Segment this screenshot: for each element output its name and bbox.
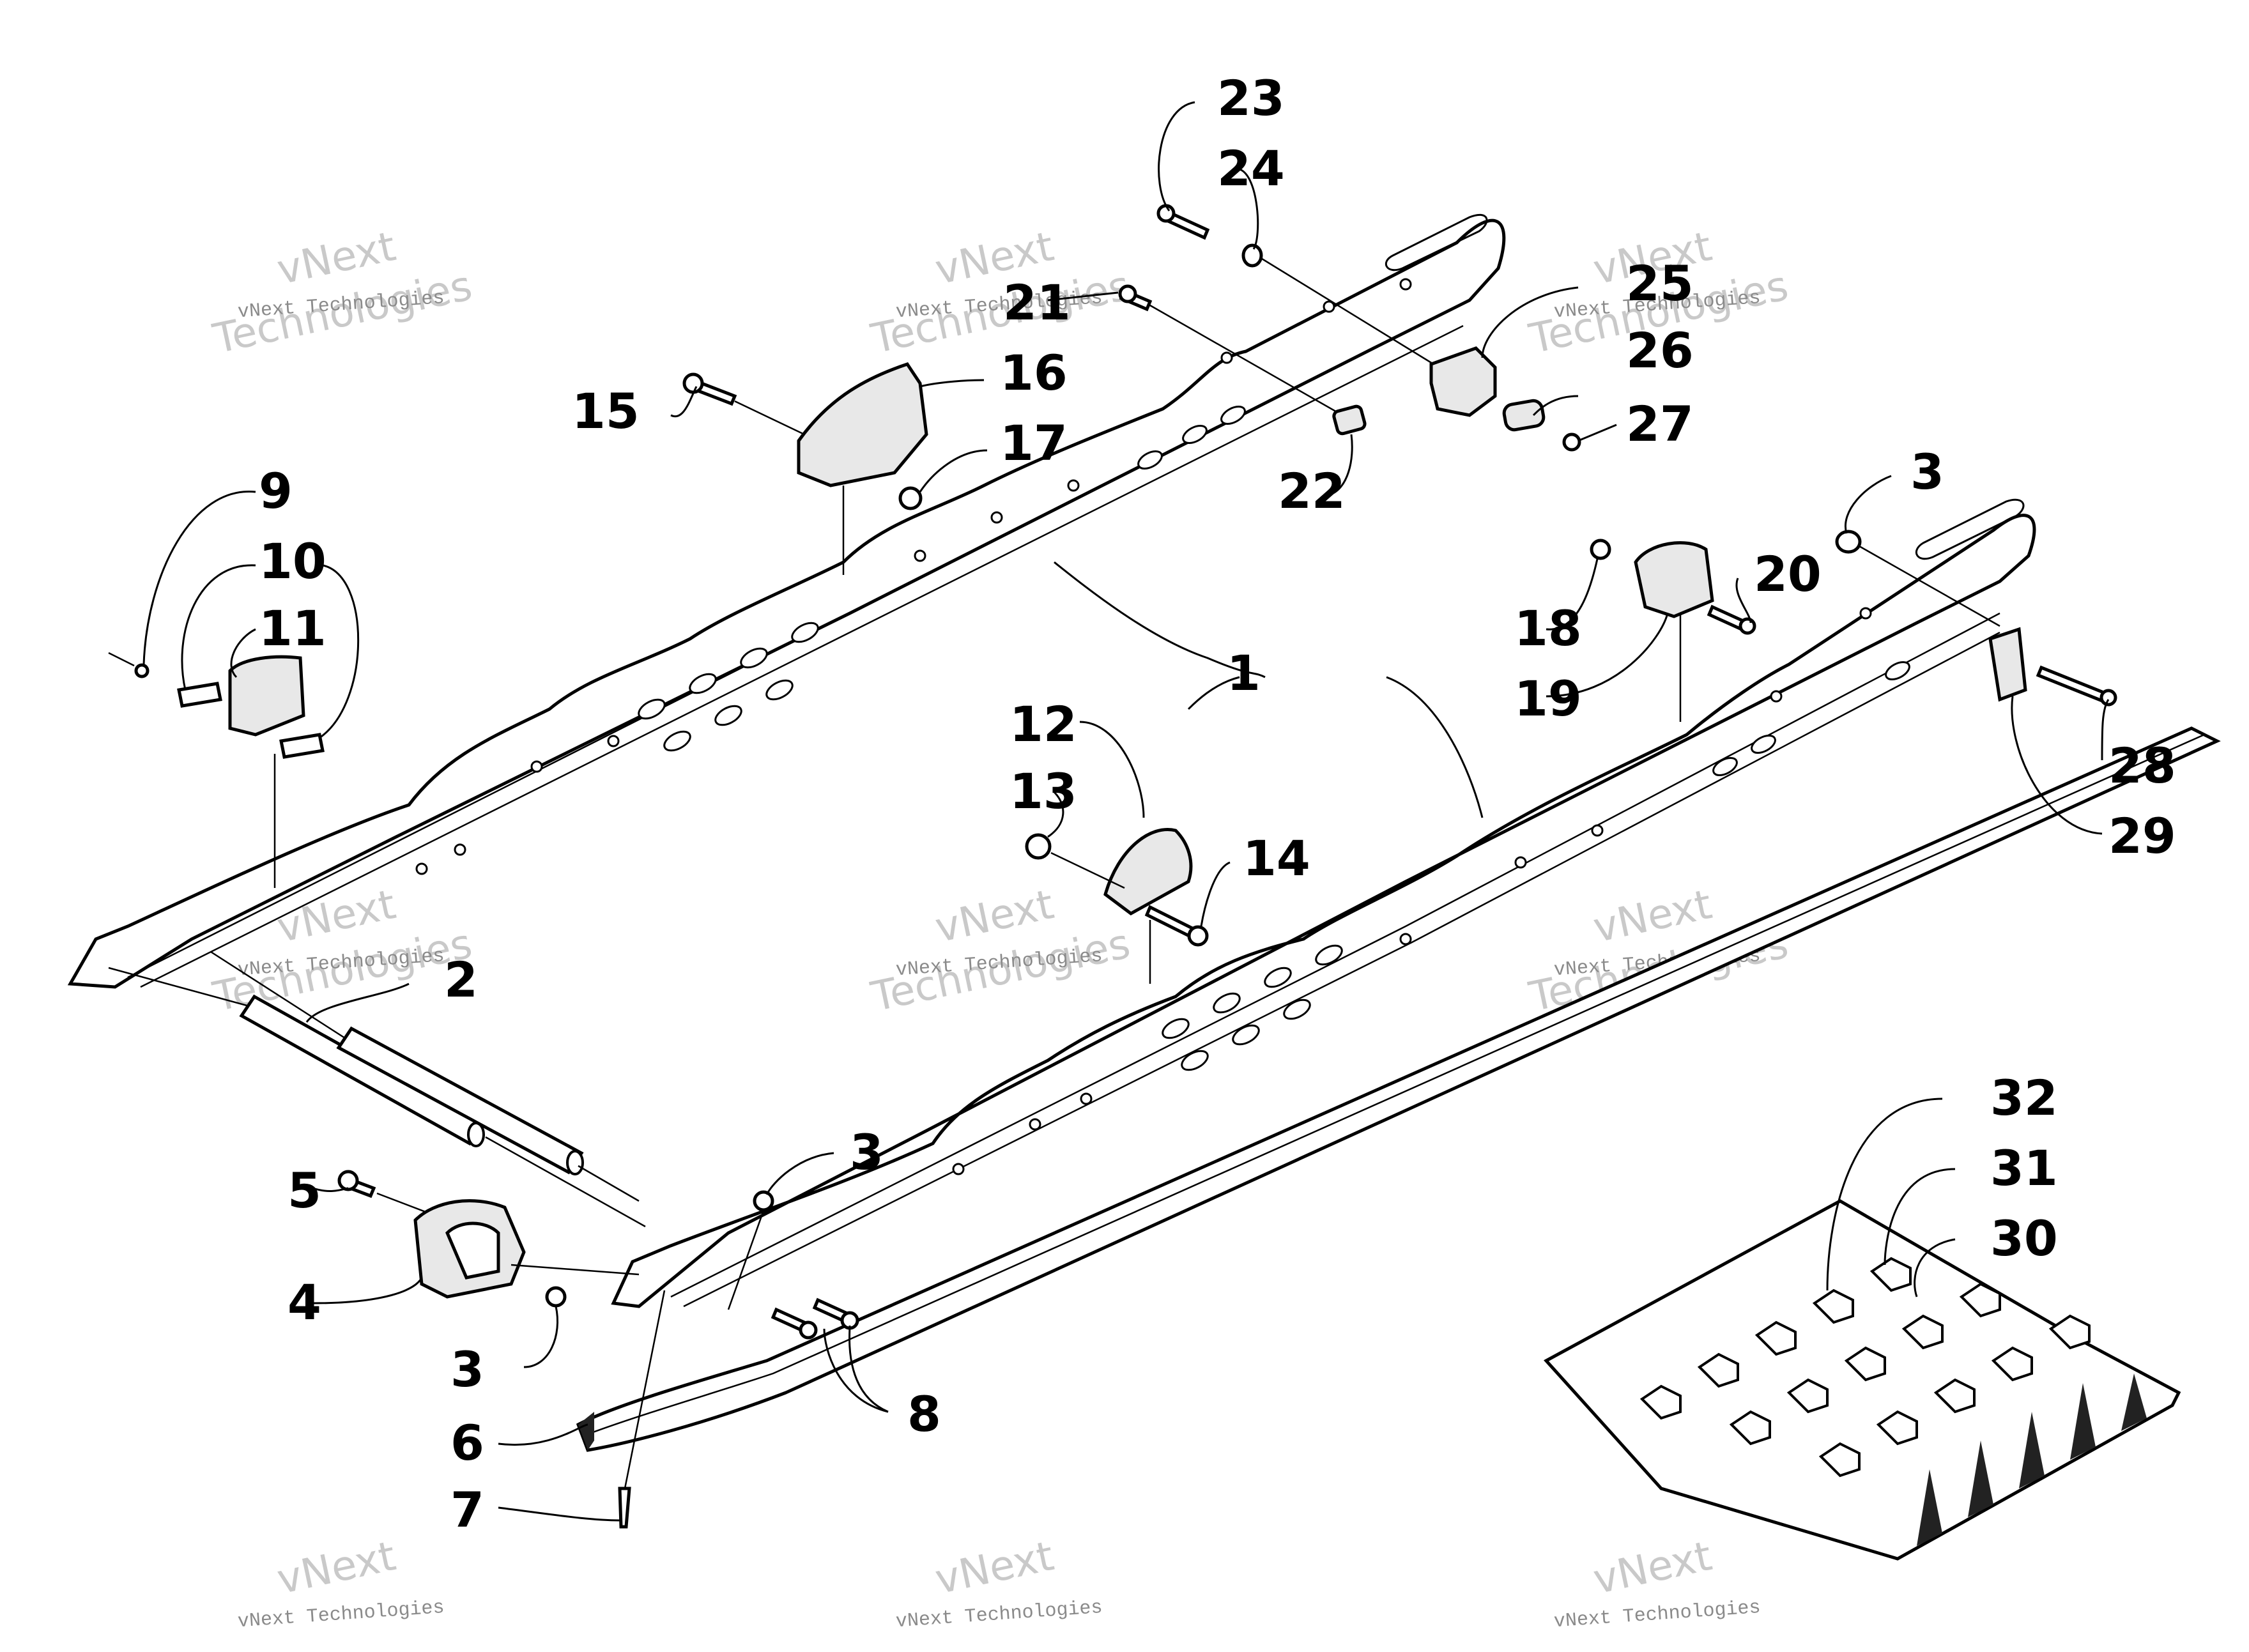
- callout-7: 7: [450, 1481, 484, 1538]
- callout-15: 15: [572, 383, 640, 440]
- watermark: Technologies vNext vNext Technologies: [209, 223, 477, 363]
- hardware: [108, 204, 2117, 1529]
- callout-29: 29: [2108, 807, 2176, 864]
- callout-18: 18: [1514, 600, 1582, 657]
- callout-3: 3: [850, 1124, 884, 1181]
- watermark: Technologies vNext vNext Technologies: [867, 881, 1135, 1021]
- watermark-text: vNext Technologies: [237, 1597, 445, 1633]
- wear-strip: [576, 726, 2221, 1452]
- callout-12: 12: [1009, 696, 1077, 753]
- callout-27: 27: [1626, 395, 1694, 452]
- callout-19: 19: [1514, 670, 1582, 727]
- callouts: 23 24 21 22 25 26 27 15 16 17 9 10 11 1 …: [259, 70, 2176, 1538]
- callout-3: 3: [450, 1341, 484, 1398]
- watermark: vNext vNext Technologies: [237, 1533, 445, 1633]
- callout-3: 3: [1910, 443, 1944, 500]
- callout-25: 25: [1626, 255, 1694, 312]
- callout-13: 13: [1009, 763, 1077, 820]
- callout-14: 14: [1243, 830, 1310, 887]
- callout-6: 6: [450, 1414, 484, 1471]
- callout-2: 2: [444, 951, 478, 1008]
- callout-5: 5: [288, 1162, 321, 1219]
- callout-20: 20: [1754, 546, 1822, 602]
- watermark-logo-vnext: vNext: [1589, 1533, 1716, 1603]
- callout-30: 30: [1990, 1210, 2058, 1267]
- callout-24: 24: [1217, 140, 1285, 197]
- left-slide-rail: [67, 213, 1506, 989]
- watermark-logo-vnext: vNext: [931, 1533, 1057, 1603]
- watermark: vNext vNext Technologies: [1553, 1533, 1762, 1633]
- callout-32: 32: [1990, 1069, 2058, 1126]
- watermark: Technologies vNext vNext Technologies: [867, 223, 1135, 363]
- callout-17: 17: [1000, 415, 1068, 471]
- callout-26: 26: [1626, 322, 1694, 379]
- callout-22: 22: [1278, 463, 1346, 519]
- leader-lines: [142, 101, 2110, 1522]
- callout-9: 9: [259, 463, 293, 519]
- track-section: [1544, 1199, 2181, 1561]
- callout-16: 16: [1000, 344, 1068, 401]
- watermark: vNext vNext Technologies: [895, 1533, 1103, 1633]
- watermark-text: vNext Technologies: [895, 1597, 1103, 1633]
- right-slide-rail: [611, 498, 2036, 1308]
- callout-8: 8: [907, 1386, 941, 1442]
- callout-31: 31: [1990, 1140, 2058, 1197]
- callout-23: 23: [1217, 70, 1285, 126]
- callout-21: 21: [1003, 274, 1071, 331]
- callout-1: 1: [1227, 645, 1261, 701]
- watermark-logo-vnext: vNext: [273, 1533, 399, 1603]
- callout-10: 10: [259, 533, 326, 590]
- callout-11: 11: [259, 600, 326, 657]
- watermark-text: vNext Technologies: [1553, 1597, 1762, 1633]
- callout-4: 4: [288, 1274, 321, 1331]
- callout-28: 28: [2108, 737, 2176, 794]
- cross-shafts: [108, 951, 646, 1228]
